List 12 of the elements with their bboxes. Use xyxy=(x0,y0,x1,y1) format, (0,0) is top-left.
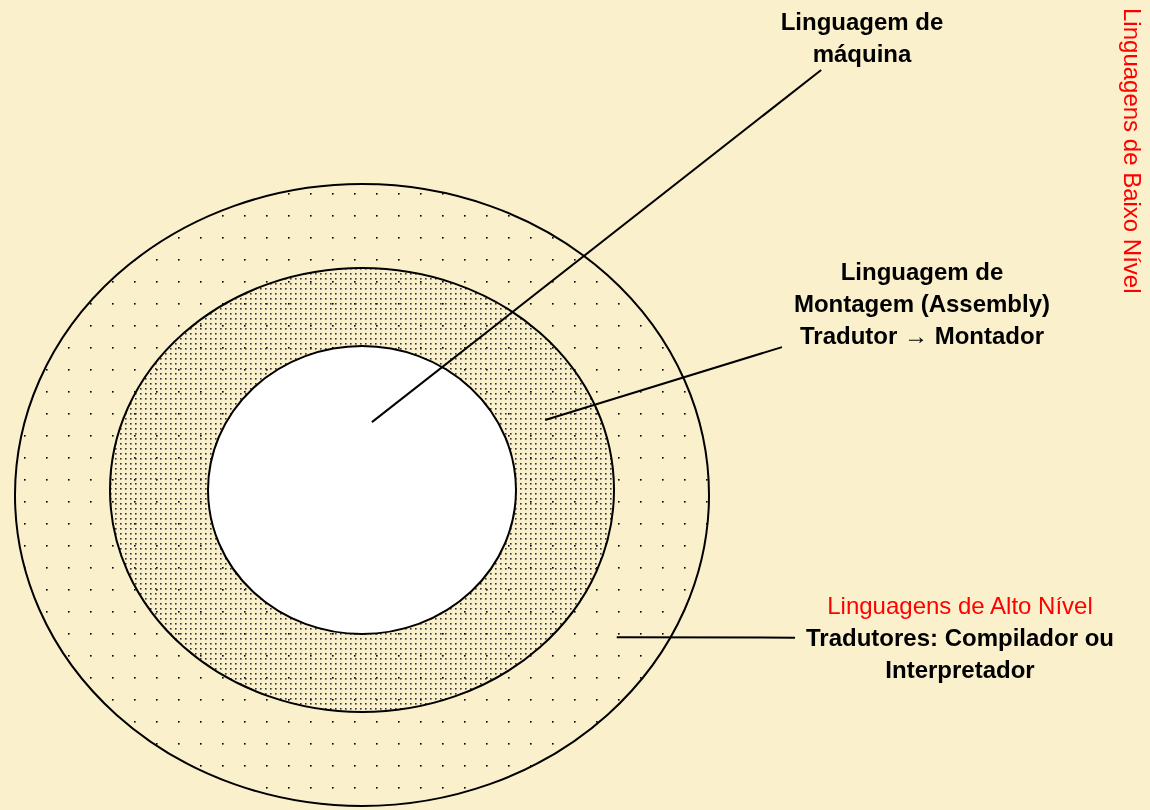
body-text: Tradutor → Montador xyxy=(799,321,1045,351)
side-label: Linguagens de Baixo Nível xyxy=(1118,8,1146,294)
heading-text: Linguagem de máquina xyxy=(779,7,945,69)
inner-ellipse xyxy=(207,345,517,635)
heading-text: Linguagens de Alto Nível xyxy=(826,591,1094,621)
outer-ellipse xyxy=(14,183,710,807)
body-text: Tradutores: Compilador ou Interpretador xyxy=(805,623,1115,685)
leader-line xyxy=(370,69,823,424)
heading-text: Linguagem de Montagem (Assembly) xyxy=(792,257,1051,319)
leader-line xyxy=(544,346,783,421)
leader-line xyxy=(615,636,796,639)
middle-ellipse xyxy=(109,267,615,713)
